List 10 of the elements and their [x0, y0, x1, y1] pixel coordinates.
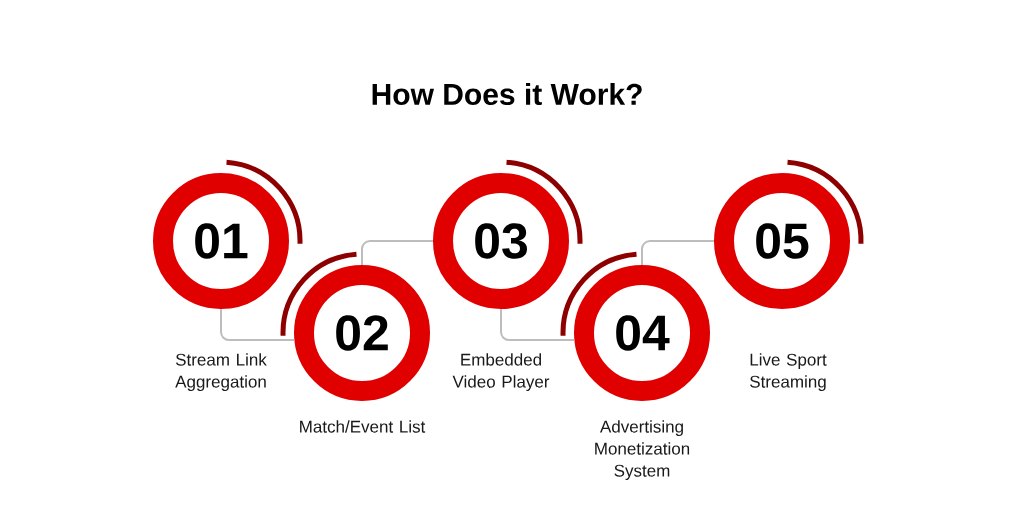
step-label: Match/Event List	[300, 420, 426, 433]
connector-line	[641, 240, 715, 266]
connector-line	[500, 308, 576, 342]
step-label: Embedded Video Player	[452, 353, 550, 392]
step-label: Stream Link Aggregation	[175, 353, 267, 392]
title: How Does it Work?	[372, 83, 642, 106]
connector-line	[361, 240, 434, 266]
step-label: Live Sport Streaming	[750, 353, 827, 392]
connector-line	[220, 308, 296, 342]
step-label: Advertising Monetization System	[595, 420, 690, 481]
